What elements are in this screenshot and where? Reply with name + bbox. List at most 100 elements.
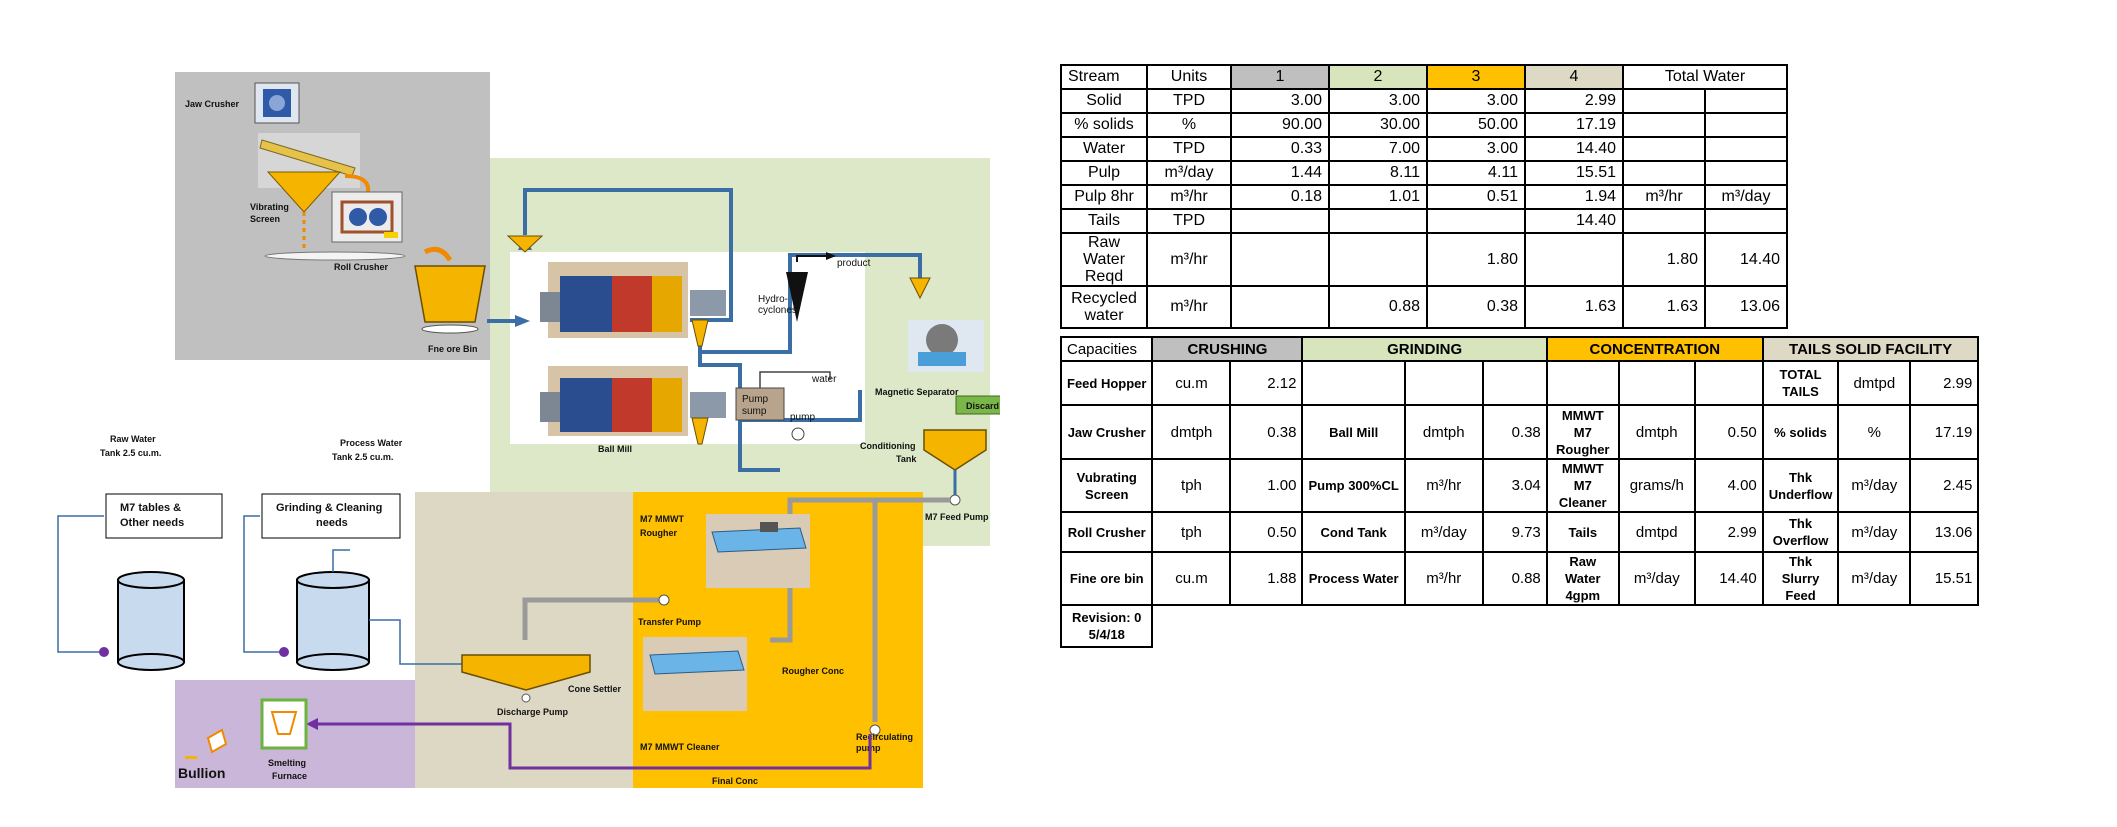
cell: m³/day (1837, 551, 1912, 606)
product-line (796, 255, 830, 262)
row-label: Recycled water (1060, 285, 1148, 329)
mag-feed-cone-icon (909, 277, 931, 300)
m7-tables-label: M7 tables & (120, 502, 181, 514)
row-label: Solid (1060, 88, 1148, 114)
fine-ore-bin-label: Fne ore Bin (428, 344, 478, 354)
water-supply-lines (57, 515, 470, 665)
m7-rougher-label-2: Rougher (640, 528, 677, 538)
recirculating-pump-label-2: pump (856, 743, 881, 753)
cell: Pump 300%CL (1301, 458, 1406, 513)
screen-oversize-stream (344, 174, 371, 193)
cell: m³/day (1403, 511, 1484, 553)
cell: 2.45 (1909, 458, 1980, 513)
row-unit: m³/hr (1146, 285, 1232, 329)
cell: MMWT M7 Cleaner (1545, 458, 1620, 513)
cell: m³/hr (1622, 184, 1706, 210)
cell: Vubrating Screen (1059, 458, 1154, 513)
cell: 0.18 (1230, 184, 1330, 210)
cell (1545, 360, 1620, 406)
m7-cleaner-label: M7 MMWT Cleaner (640, 742, 720, 752)
cell: Ball Mill (1301, 404, 1406, 460)
pump-sump-label: Pump (742, 394, 769, 405)
cell: 0.50 (1693, 404, 1764, 460)
process-water-tank-label-2: Tank 2.5 cu.m. (332, 452, 393, 462)
concentration-header: CONCENTRATION (1545, 336, 1764, 362)
cell: 9.73 (1481, 511, 1548, 553)
cell (1704, 136, 1788, 162)
stream-1-header: 1 (1230, 64, 1330, 90)
process-water-pump-icon (279, 647, 289, 657)
pump-sump-icon (735, 387, 785, 421)
row-unit: TPD (1146, 136, 1232, 162)
bullion-bar-icon (185, 756, 197, 759)
cell: Roll Crusher (1059, 511, 1154, 553)
table-row: Roll Crusher tph 0.50 Cond Tank m³/day 9… (1059, 511, 1980, 553)
cell: dmtph (1617, 404, 1696, 460)
table-row: Tails TPD 14.40 (1060, 208, 1788, 234)
cell: TOTAL TAILS (1761, 360, 1840, 406)
roll-crusher-label: Roll Crusher (334, 262, 389, 272)
m7-cleaner-icon (643, 637, 747, 711)
row-unit: m³/hr (1146, 232, 1232, 287)
cell: 0.88 (1328, 285, 1428, 329)
row-unit: m³/hr (1146, 184, 1232, 210)
table-row: % solids % 90.00 30.00 50.00 17.19 (1060, 112, 1788, 138)
cell: 3.04 (1481, 458, 1548, 513)
crushing-header: CRUSHING (1151, 336, 1304, 362)
cell: m³/day (1837, 511, 1912, 553)
ball-mill-label: Ball Mill (598, 444, 632, 454)
cell: dmtph (1403, 404, 1484, 460)
row-label: Tails (1060, 208, 1148, 234)
total-water-header: Total Water (1622, 64, 1788, 90)
cell: cu.m (1151, 360, 1232, 406)
jaw-crusher-icon (254, 82, 300, 124)
cell: 0.33 (1230, 136, 1330, 162)
cell: 1.88 (1229, 551, 1304, 606)
cell: 3.00 (1426, 136, 1526, 162)
cell: % (1837, 404, 1912, 460)
cell: 13.06 (1704, 285, 1788, 329)
cell: 1.44 (1230, 160, 1330, 186)
raw-water-pump-icon (99, 647, 109, 657)
cell: 15.51 (1909, 551, 1980, 606)
stream-table: Stream Units 1 2 3 4 Total Water Solid T… (1060, 64, 1788, 329)
cell (1622, 208, 1706, 234)
hydrocyclone-icon (786, 272, 808, 322)
cell (1524, 232, 1624, 287)
cell (1328, 232, 1428, 287)
cell: 2.99 (1693, 511, 1764, 553)
magnetic-separator-label: Magnetic Separator (875, 387, 959, 397)
water-line (759, 371, 831, 388)
product-label: product (837, 258, 871, 269)
arrow-head (515, 315, 530, 327)
pump-label: pump (790, 412, 815, 423)
cell: 7.00 (1328, 136, 1428, 162)
roll-crusher-icon (331, 191, 403, 243)
table-row: Feed Hopper cu.m 2.12 TOTAL TAILS dmtpd … (1059, 360, 1980, 406)
cell: 13.06 (1909, 511, 1980, 553)
pump-sump-label-2: sump (742, 406, 767, 417)
smelting-furnace-label-2: Furnace (272, 771, 307, 781)
recirculating-pump-icon (869, 724, 881, 736)
cell (1328, 208, 1428, 234)
cell (1301, 360, 1406, 406)
process-water-tank-icon (296, 571, 370, 671)
cell (1403, 360, 1484, 406)
grinding-pipes (487, 188, 922, 472)
cell: tph (1151, 511, 1232, 553)
cell (1622, 160, 1706, 186)
table-row: Water TPD 0.33 7.00 3.00 14.40 (1060, 136, 1788, 162)
vibrating-screen-label-2: Screen (250, 214, 280, 224)
fine-ore-bin-icon (414, 265, 486, 334)
cell: m³/hr (1403, 551, 1484, 606)
m7-tables-label-2: Other needs (120, 517, 184, 529)
cell (1704, 88, 1788, 114)
row-label: Pulp 8hr (1060, 184, 1148, 210)
stream-4-header: 4 (1524, 64, 1624, 90)
table-row: Fine ore bin cu.m 1.88 Process Water m³/… (1059, 551, 1980, 606)
cell (1693, 360, 1764, 406)
cell: 0.88 (1481, 551, 1548, 606)
bullion-icon (206, 728, 228, 754)
discard-badge (955, 395, 1000, 415)
conditioning-tank-label: Conditioning (860, 441, 915, 451)
